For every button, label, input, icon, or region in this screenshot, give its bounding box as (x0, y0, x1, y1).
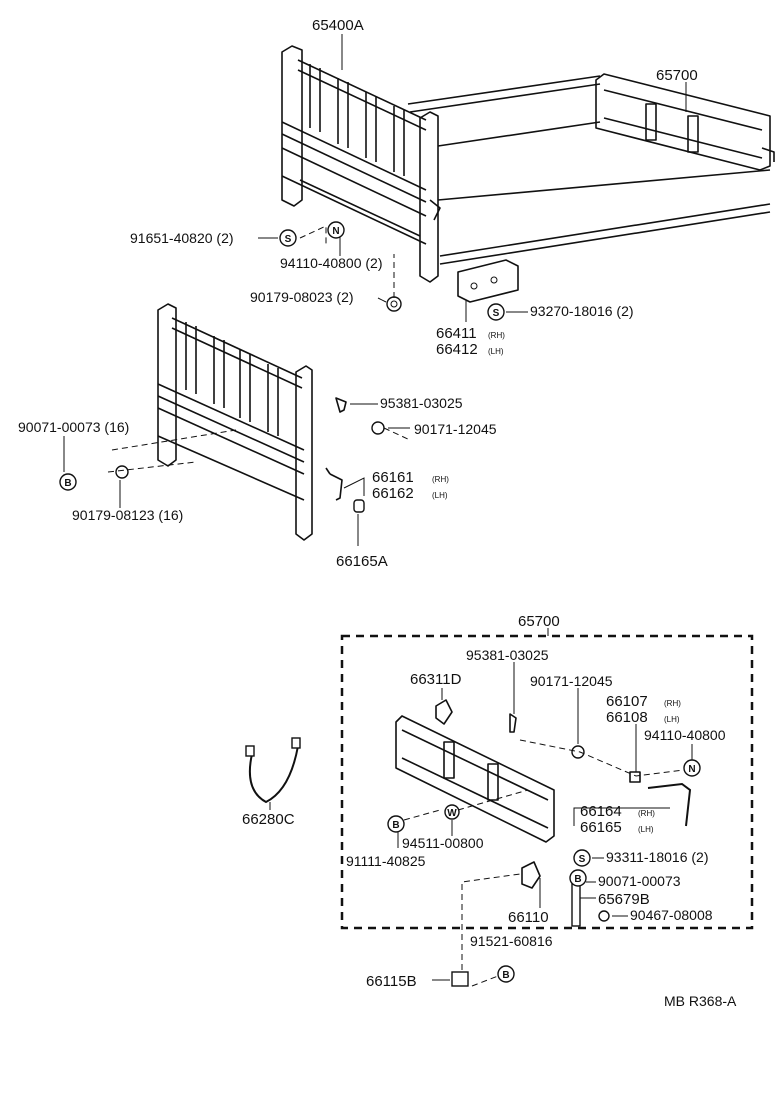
symbol-s: S (493, 308, 500, 319)
label-90179-08023: 90179-08023 (2) (250, 289, 354, 305)
label-91651-40820: 91651-40820 (2) (130, 230, 234, 246)
screw-95381-top (335, 397, 347, 413)
symbol-b: B (392, 820, 399, 831)
symbol-s: S (285, 234, 292, 245)
label-90171-top: 90171-12045 (414, 421, 497, 437)
bolt-90179-08023 (386, 296, 402, 312)
label-65400A: 65400A (312, 17, 364, 34)
label-90071-box: 90071-00073 (598, 873, 681, 889)
label-95381-top: 95381-03025 (380, 395, 463, 411)
label-94511-00800: 94511-00800 (402, 835, 484, 851)
label-93311-18016: 93311-18016 (2) (606, 849, 708, 865)
label-90467-08008: 90467-08008 (630, 907, 713, 923)
washer-94511: W (444, 804, 460, 820)
symbol-b: B (574, 874, 581, 885)
pin-90467 (598, 910, 610, 922)
label-65700-top: 65700 (656, 67, 698, 84)
stay-65679B (571, 883, 581, 927)
hinge-bracket-66411 (457, 259, 519, 303)
label-66165A: 66165A (336, 553, 388, 570)
label-66164-rh: (RH) (638, 809, 655, 818)
rear-gate-65700-top (595, 73, 775, 171)
latch-66161 (325, 467, 343, 501)
dashed-guides (107, 225, 685, 987)
nut-90179-08123 (115, 465, 129, 479)
label-66412: 66412 (436, 341, 478, 358)
label-65700-box: 65700 (518, 613, 560, 630)
symbol-n: N (688, 764, 695, 775)
truck-bed-frame (407, 75, 771, 265)
hinge-66110 (521, 861, 541, 889)
pin-66165A (353, 499, 365, 513)
label-90171-box: 90171-12045 (530, 673, 613, 689)
label-66411: 66411 (436, 325, 477, 342)
diagram-code: MB R368-A (664, 993, 737, 1009)
label-66165: 66165 (580, 819, 622, 836)
label-66107-rh: (RH) (664, 699, 681, 708)
symbol-markers: S N S B N B S B B (59, 221, 701, 983)
label-94110-box: 94110-40800 (644, 727, 726, 743)
label-66280C: 66280C (242, 811, 295, 828)
nut-90171-top (371, 421, 385, 435)
symbol-b: B (64, 478, 71, 489)
symbol-n: N (332, 226, 339, 237)
front-board-65400A (281, 45, 441, 283)
cable-66280C (245, 737, 301, 804)
label-66162-lh: (LH) (432, 491, 448, 500)
label-94110-40800: 94110-40800 (2) (280, 255, 382, 271)
label-66110: 66110 (508, 909, 549, 926)
label-66161: 66161 (372, 469, 414, 486)
label-90179-08123: 90179-08123 (16) (72, 507, 183, 523)
bracket-66107 (629, 771, 641, 783)
label-65679B: 65679B (598, 891, 650, 908)
label-66161-rh: (RH) (432, 475, 449, 484)
screw-95381-box (509, 713, 517, 733)
plate-66115B (451, 971, 469, 987)
part-labels: 65400A 65700 91651-40820 (2) 94110-40800… (18, 17, 737, 1009)
label-95381-box: 95381-03025 (466, 647, 549, 663)
label-66107: 66107 (606, 693, 648, 710)
front-board-middle (157, 303, 313, 541)
label-91521-60816: 91521-60816 (470, 933, 553, 949)
symbol-b: B (502, 970, 509, 981)
leader-lines (63, 34, 693, 981)
label-66311D: 66311D (410, 671, 462, 688)
label-66411-rh: (RH) (488, 331, 505, 340)
label-66115B: 66115B (366, 973, 417, 990)
label-66108: 66108 (606, 709, 648, 726)
label-66162: 66162 (372, 485, 414, 502)
label-93270-18016: 93270-18016 (2) (530, 303, 634, 319)
symbol-s: S (579, 854, 586, 865)
label-66164: 66164 (580, 803, 622, 820)
label-90071-00073-16: 90071-00073 (16) (18, 419, 129, 435)
rod-66164 (647, 782, 692, 827)
rear-gate-65700-detail (395, 715, 555, 843)
nut-90171-box (571, 745, 585, 759)
label-66165-lh: (LH) (638, 825, 654, 834)
hinge-66311D (435, 699, 453, 725)
symbol-w: W (447, 808, 457, 819)
label-66108-lh: (LH) (664, 715, 680, 724)
label-91111-40825: 91111-40825 (346, 853, 426, 869)
label-66412-lh: (LH) (488, 347, 504, 356)
